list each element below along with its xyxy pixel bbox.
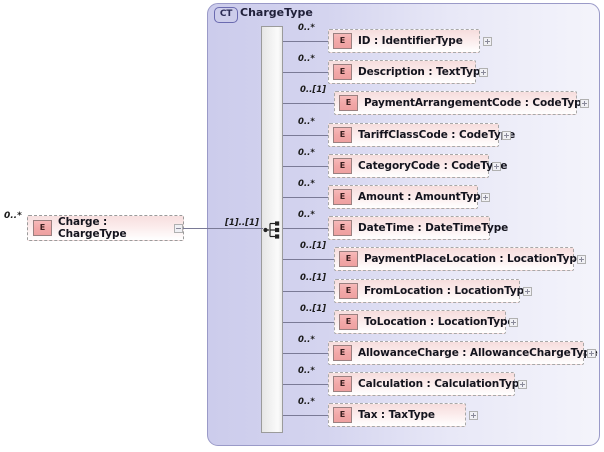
connector-line (283, 134, 328, 136)
element-fromlocation[interactable]: E FromLocation : LocationType (334, 278, 531, 303)
element-badge: E (333, 189, 352, 205)
expand-toggle-paymentplacelocation[interactable] (577, 255, 586, 265)
connector-root (183, 228, 207, 229)
expand-toggle-allowancecharge[interactable] (587, 349, 596, 358)
element-label: Charge : ChargeType (58, 216, 127, 240)
expand-toggle-description[interactable] (479, 68, 488, 78)
element-paymentplacelocation[interactable]: E PaymentPlaceLocation : LocationType (334, 247, 584, 272)
connector-line (283, 415, 328, 417)
expand-toggle-categorycode[interactable] (492, 161, 501, 171)
connector-line (283, 290, 334, 292)
element-label: Calculation : CalculationType (358, 378, 527, 391)
element-allowancecharge[interactable]: E AllowanceCharge : AllowanceChargeType (328, 341, 598, 365)
element-badge: E (339, 95, 358, 112)
element-badge: E (333, 126, 352, 143)
element-badge: E (339, 251, 358, 268)
connector-line (283, 103, 334, 105)
element-cardinality: 0..* (298, 179, 315, 189)
collapse-toggle-charge[interactable] (174, 224, 183, 233)
element-cardinality: 0..* (298, 335, 315, 345)
expand-toggle-amount[interactable] (481, 193, 490, 202)
element-cardinality: 0..* (298, 23, 315, 33)
element-badge: E (333, 376, 352, 393)
element-cardinality: 0..* (298, 147, 315, 158)
element-calculation[interactable]: E Calculation : CalculationType (328, 372, 526, 397)
element-label: Tax : TaxType (358, 409, 435, 422)
element-label: ID : IdentifierType (358, 35, 463, 47)
element-label: Description : TextType (358, 66, 488, 79)
complex-type-badge: CT (214, 7, 238, 23)
element-charge[interactable]: E Charge : ChargeType (27, 215, 184, 241)
connector-line (283, 72, 328, 74)
element-tariffclasscode[interactable]: E TariffClassCode : CodeType (328, 122, 515, 147)
expand-toggle-tolocation[interactable] (509, 317, 518, 327)
connector-line (283, 353, 328, 354)
expand-toggle-paymentarrangementcode[interactable] (580, 99, 589, 109)
element-label: ToLocation : LocationType (364, 315, 515, 328)
connector-line (283, 165, 328, 167)
element-label: FromLocation : LocationType (364, 284, 532, 297)
root-element-cardinality: 0..* (4, 211, 22, 221)
connector-line (283, 228, 328, 230)
element-paymentarrangementcode[interactable]: E PaymentArrangementCode : CodeType (334, 91, 589, 116)
connector-line (283, 197, 328, 198)
element-cardinality: 0..* (298, 397, 315, 408)
element-amount[interactable]: E Amount : AmountType (328, 185, 488, 209)
element-badge: E (333, 64, 352, 81)
element-cardinality: 0..* (298, 116, 315, 127)
element-label: AllowanceCharge : AllowanceChargeType (358, 347, 598, 359)
element-cardinality: 0..[1] (300, 303, 327, 314)
element-badge: E (333, 33, 352, 49)
element-badge: E (333, 220, 352, 237)
expand-toggle-fromlocation[interactable] (523, 286, 532, 296)
element-categorycode[interactable]: E CategoryCode : CodeType (328, 153, 508, 178)
connector-line (283, 321, 334, 323)
element-id[interactable]: E ID : IdentifierType (328, 29, 480, 53)
element-tax[interactable]: E Tax : TaxType (328, 403, 466, 428)
element-cardinality: 0..* (298, 366, 315, 377)
element-badge: E (339, 282, 358, 299)
element-tolocation[interactable]: E ToLocation : LocationType (334, 309, 515, 334)
connector-line (283, 384, 328, 386)
element-datetime[interactable]: E DateTime : DateTimeType (328, 216, 508, 241)
expand-toggle-id[interactable] (483, 37, 492, 46)
complex-type-title: ChargeType (240, 6, 313, 19)
element-badge: E (333, 345, 352, 361)
element-label: PaymentArrangementCode : CodeType (364, 97, 589, 110)
connector-compositor (207, 228, 263, 229)
element-label: CategoryCode : CodeType (358, 159, 508, 172)
element-cardinality: 0..[1] (300, 272, 327, 283)
connector-line (283, 41, 328, 42)
element-label: Amount : AmountType (358, 191, 488, 203)
expand-toggle-tax[interactable] (469, 411, 478, 421)
element-cardinality: 0..* (298, 54, 315, 65)
element-description[interactable]: E Description : TextType (328, 60, 487, 85)
expand-toggle-calculation[interactable] (518, 380, 527, 390)
element-badge: E (333, 157, 352, 174)
sequence-compositor-icon (263, 220, 283, 240)
connector-cardinality: [1]..[1] (225, 218, 259, 228)
element-label: PaymentPlaceLocation : LocationType (364, 253, 584, 266)
element-label: TariffClassCode : CodeType (358, 128, 516, 141)
expand-toggle-tariffclasscode[interactable] (502, 130, 511, 140)
element-badge: E (33, 220, 52, 236)
element-cardinality: 0..* (298, 210, 315, 221)
element-label: DateTime : DateTimeType (358, 222, 509, 235)
connector-line (283, 259, 334, 261)
element-badge: E (333, 407, 352, 424)
element-cardinality: 0..[1] (300, 85, 327, 96)
element-badge: E (339, 313, 358, 330)
element-cardinality: 0..[1] (300, 241, 327, 252)
